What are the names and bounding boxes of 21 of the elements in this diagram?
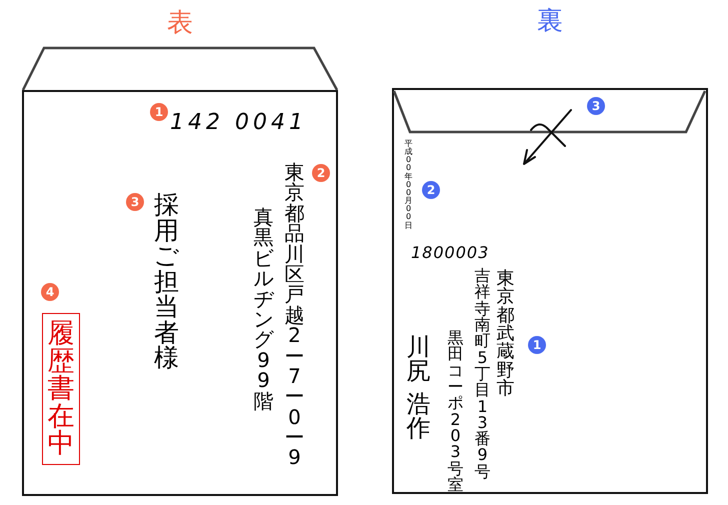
- address-text: 東京都品川区戸越2ー7ー0ー9: [284, 162, 305, 468]
- recipient-name: 採用ご担当者様: [154, 192, 180, 370]
- postal-code: 1800003: [411, 245, 490, 261]
- address-text: 吉祥寺南町5丁目13番9号: [474, 268, 491, 480]
- callout-number: 2: [312, 164, 330, 182]
- address-text: 東京都武蔵野市: [496, 270, 515, 399]
- sender-name: 浩作: [406, 392, 431, 441]
- callout-number: 1: [150, 103, 168, 121]
- notice-box: 履歴書在中: [42, 313, 80, 465]
- date-text: 平成00年00月00日: [404, 140, 413, 230]
- postal-code: 142 0041: [170, 112, 307, 134]
- envelope-heading: 表: [166, 10, 194, 36]
- address-text: 黒田コーポ203号室: [447, 330, 464, 494]
- address-text: 真黒ビルヂング99階: [253, 207, 274, 411]
- callout-number: 2: [422, 181, 440, 199]
- callout-number: 1: [528, 336, 546, 354]
- callout-number: 3: [587, 97, 605, 115]
- callout-number: 3: [126, 193, 144, 211]
- callout-number: 4: [41, 283, 59, 301]
- envelope-heading: 裏: [536, 8, 564, 34]
- sender-name: 川尻: [406, 335, 431, 384]
